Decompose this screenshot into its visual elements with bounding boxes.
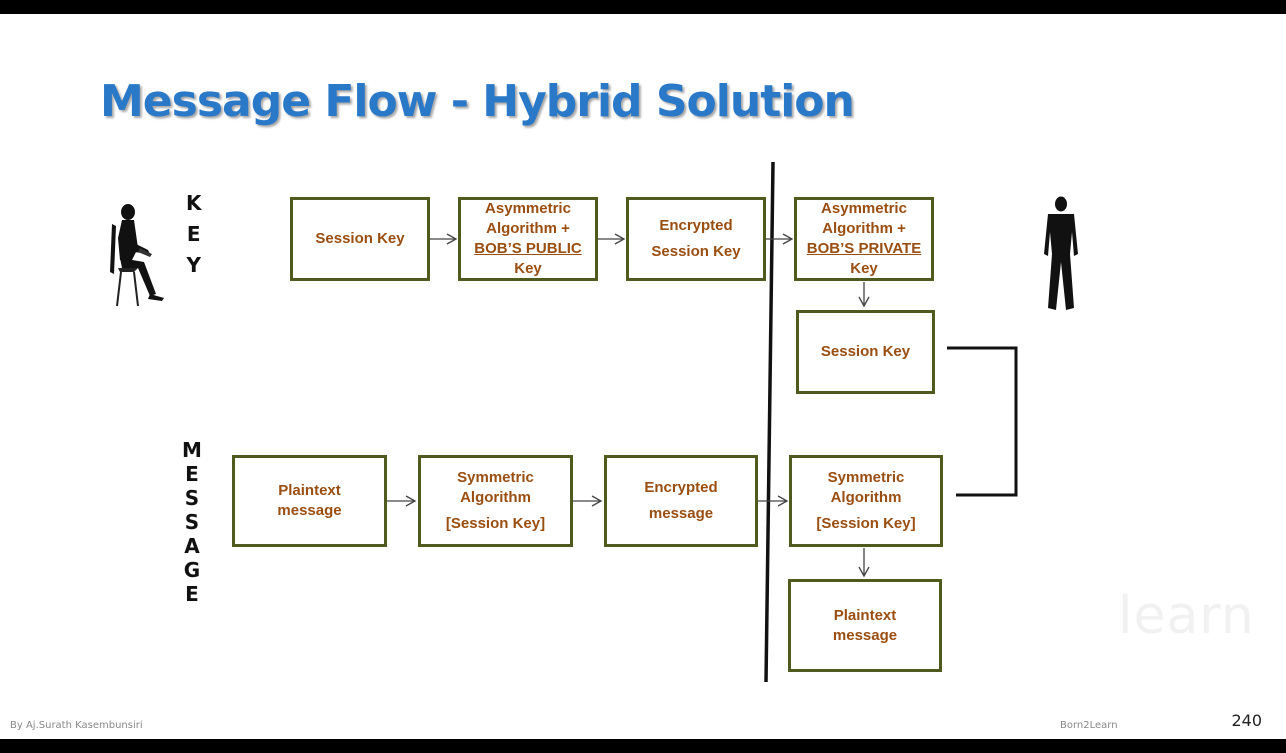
key-row-label: K E Y — [186, 191, 202, 277]
message-row-label: M E S S A G E — [182, 438, 202, 606]
asymmetric-public-key-box: Asymmetric Algorithm + BOB’S PUBLIC Key — [458, 197, 598, 281]
plaintext-message-box: Plaintext message — [232, 455, 387, 547]
watermark: learn — [1118, 586, 1255, 646]
encrypted-message-box: Encrypted message — [604, 455, 758, 547]
symmetric-encrypt-box: Symmetric Algorithm [Session Key] — [418, 455, 573, 547]
page-number: 240 — [1231, 711, 1262, 730]
flow-connectors — [387, 161, 1018, 683]
recovered-plaintext-box: Plaintext message — [788, 579, 942, 672]
standing-man-silhouette-icon — [1044, 196, 1078, 310]
encrypted-session-key-box: Encrypted Session Key — [626, 197, 766, 281]
symmetric-decrypt-box: Symmetric Algorithm [Session Key] — [789, 455, 943, 547]
slide: Message Flow - Hybrid Solution learn — [0, 14, 1286, 739]
asymmetric-private-key-box: Asymmetric Algorithm + BOB’S PRIVATE Key — [794, 197, 934, 281]
recovered-session-key-box: Session Key — [796, 310, 935, 394]
sitting-woman-silhouette-icon — [110, 204, 164, 307]
author-credit: By Aj.Surath Kasembunsiri — [10, 720, 143, 731]
sender-receiver-divider — [764, 161, 775, 683]
slide-title: Message Flow - Hybrid Solution — [100, 76, 855, 127]
session-key-box: Session Key — [290, 197, 430, 281]
session-key-feed-line — [947, 346, 1018, 497]
brand-credit: Born2Learn — [1060, 720, 1118, 731]
